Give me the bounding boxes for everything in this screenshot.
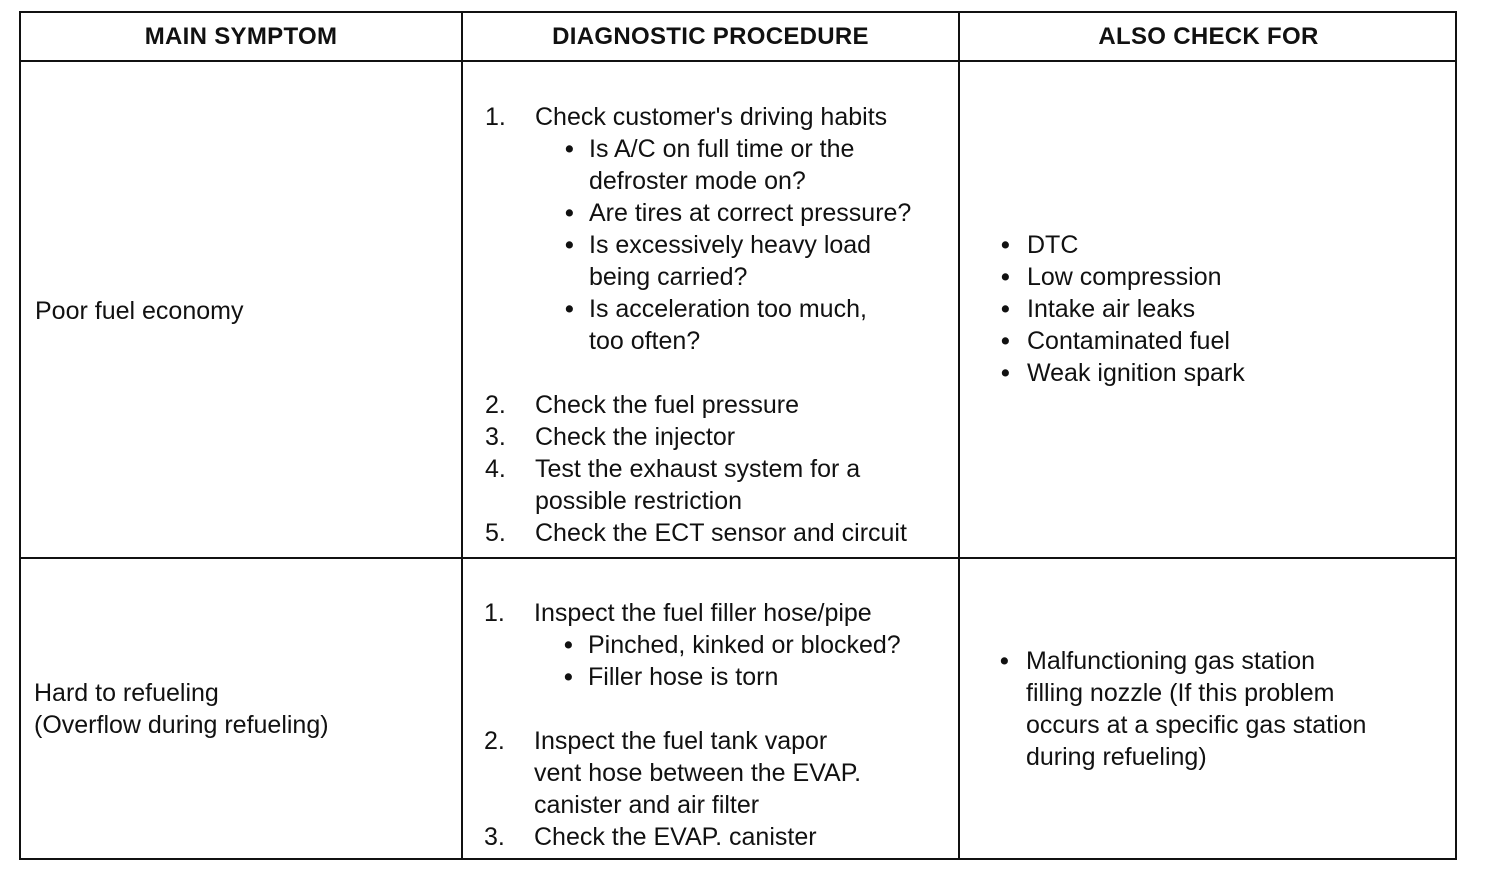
step-text: Check the ECT sensor and circuit — [535, 519, 907, 547]
check-item: • DTC — [997, 229, 1245, 261]
step-number: 1. — [485, 103, 506, 131]
substep-text: too often? — [589, 327, 701, 355]
bullet-icon: • — [564, 663, 573, 691]
bullet-icon: • — [565, 135, 574, 163]
step-number: 3. — [484, 823, 505, 851]
procedure-step: 3. Check the injector — [485, 421, 911, 453]
step-number: 2. — [484, 727, 505, 755]
procedure-substep: • Are tires at correct pressure? — [485, 197, 911, 229]
step-text: Check the fuel pressure — [535, 391, 800, 419]
step-text: Check the injector — [535, 423, 736, 451]
column-divider-2 — [958, 13, 960, 858]
procedure-step: 2. Check the fuel pressure — [485, 389, 911, 421]
procedure-substep: • Pinched, kinked or blocked? — [484, 629, 901, 661]
substep-text: Are tires at correct pressure? — [589, 199, 912, 227]
step-text: Check customer's driving habits — [535, 103, 888, 131]
check-text: occurs at a specific gas station — [1026, 711, 1367, 739]
row2-also-check: • Malfunctioning gas station filling noz… — [996, 645, 1366, 773]
header-divider — [21, 60, 1455, 62]
procedure-step: 2. Inspect the fuel tank vapor vent hose… — [484, 725, 901, 821]
procedure-step: 5. Check the ECT sensor and circuit — [485, 517, 911, 549]
step-number: 5. — [485, 519, 506, 547]
substep-text: Is excessively heavy load — [589, 231, 872, 259]
procedure-step: 1. Check customer's driving habits — [485, 101, 911, 133]
substep-text: Is acceleration too much, — [589, 295, 867, 323]
symptom-line: (Overflow during refueling) — [34, 711, 329, 739]
bullet-icon: • — [1001, 231, 1010, 259]
header-diagnostic-procedure: DIAGNOSTIC PROCEDURE — [552, 23, 869, 50]
bullet-icon: • — [1001, 263, 1010, 291]
symptom-line: Poor fuel economy — [35, 297, 244, 325]
bullet-icon: • — [564, 631, 573, 659]
symptom-line: Hard to refueling — [34, 679, 219, 707]
bullet-icon: • — [565, 199, 574, 227]
check-item: • Low compression — [997, 261, 1245, 293]
check-text: Contaminated fuel — [1027, 327, 1230, 355]
step-text: canister and air filter — [534, 791, 760, 819]
substep-text: Pinched, kinked or blocked? — [588, 631, 901, 659]
step-number: 1. — [484, 599, 505, 627]
diagnostic-table: MAIN SYMPTOM DIAGNOSTIC PROCEDURE ALSO C… — [19, 11, 1457, 860]
row1-procedure: 1. Check customer's driving habits • Is … — [485, 101, 911, 549]
procedure-step: 1. Inspect the fuel filler hose/pipe — [484, 597, 901, 629]
substep-text: Filler hose is torn — [588, 663, 779, 691]
substep-text: Is A/C on full time or the — [589, 135, 855, 163]
column-divider-1 — [461, 13, 463, 858]
step-text: possible restriction — [535, 487, 743, 515]
check-item: • Intake air leaks — [997, 293, 1245, 325]
substep-text: defroster mode on? — [589, 167, 806, 195]
step-text: Check the EVAP. canister — [534, 823, 817, 851]
step-number: 3. — [485, 423, 506, 451]
procedure-step: 4. Test the exhaust system for a possibl… — [485, 453, 911, 517]
check-text: DTC — [1027, 231, 1079, 259]
row1-symptom: Poor fuel economy — [35, 295, 243, 327]
check-text: filling nozzle (If this problem — [1026, 679, 1335, 707]
header-also-check-for: ALSO CHECK FOR — [1098, 23, 1319, 50]
procedure-substep: • Is A/C on full time or the defroster m… — [485, 133, 911, 197]
bullet-icon: • — [1001, 327, 1010, 355]
bullet-icon: • — [565, 295, 574, 323]
check-item: • Malfunctioning gas station filling noz… — [996, 645, 1366, 773]
check-text: during refueling) — [1026, 743, 1207, 771]
header-main-symptom: MAIN SYMPTOM — [144, 23, 338, 50]
bullet-icon: • — [1001, 295, 1010, 323]
check-text: Weak ignition spark — [1027, 359, 1245, 387]
step-text: Inspect the fuel filler hose/pipe — [534, 599, 872, 627]
check-text: Intake air leaks — [1027, 295, 1196, 323]
row2-symptom: Hard to refueling (Overflow during refue… — [34, 677, 329, 741]
step-text: Inspect the fuel tank vapor — [534, 727, 828, 755]
step-number: 2. — [485, 391, 506, 419]
bullet-icon: • — [565, 231, 574, 259]
procedure-substep: • Filler hose is torn — [484, 661, 901, 693]
row-divider — [21, 557, 1455, 559]
check-item: • Contaminated fuel — [997, 325, 1245, 357]
bullet-icon: • — [1000, 647, 1009, 675]
procedure-substep: • Is acceleration too much, too often? — [485, 293, 911, 357]
check-item: • Weak ignition spark — [997, 357, 1245, 389]
step-text: vent hose between the EVAP. — [534, 759, 862, 787]
row1-also-check: • DTC • Low compression • Intake air lea… — [997, 229, 1245, 389]
row2-procedure: 1. Inspect the fuel filler hose/pipe • P… — [484, 597, 901, 853]
substep-text: being carried? — [589, 263, 748, 291]
check-text: Malfunctioning gas station — [1026, 647, 1316, 675]
check-text: Low compression — [1027, 263, 1222, 291]
step-text: Test the exhaust system for a — [535, 455, 861, 483]
step-number: 4. — [485, 455, 506, 483]
procedure-step: 3. Check the EVAP. canister — [484, 821, 901, 853]
bullet-icon: • — [1001, 359, 1010, 387]
procedure-substep: • Is excessively heavy load being carrie… — [485, 229, 911, 293]
